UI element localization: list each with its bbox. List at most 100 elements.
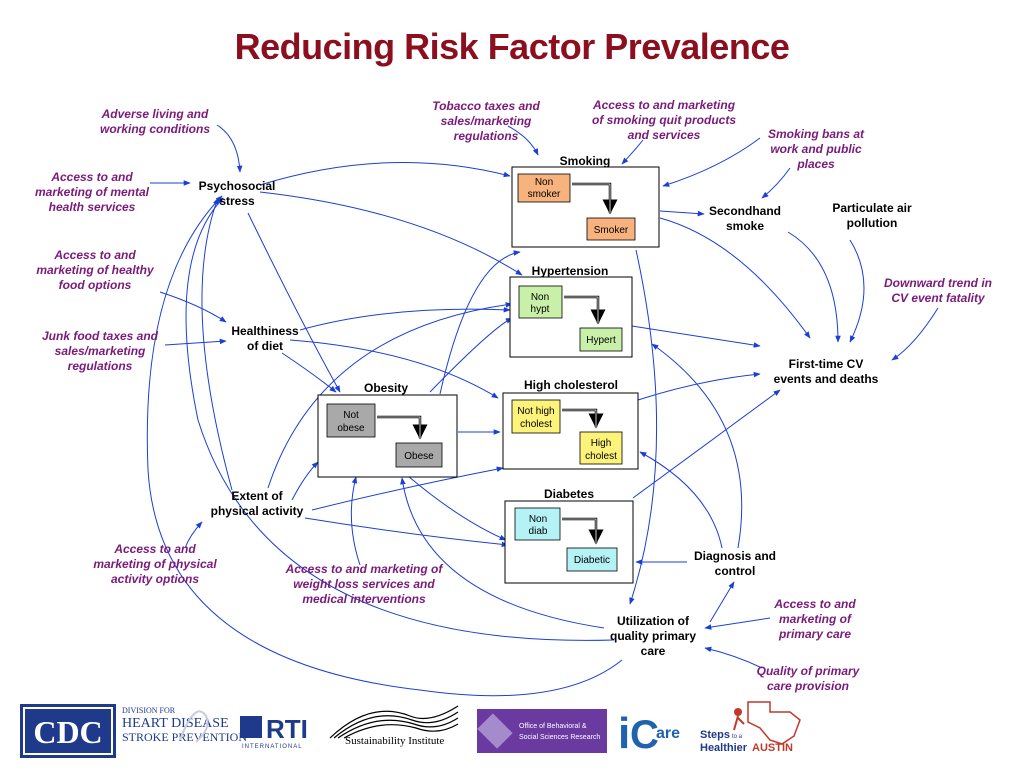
junk-food-label-3: regulations xyxy=(68,359,133,373)
physical-activity-label-3: activity options xyxy=(111,572,199,586)
svg-text:Healthier: Healthier xyxy=(700,742,748,754)
page-title: Reducing Risk Factor Prevalence xyxy=(234,26,790,67)
primary-care-label-2: quality primary xyxy=(610,629,696,643)
quit-products-label: Access to and marketing xyxy=(592,98,736,112)
non-smoker-label: Non xyxy=(535,177,553,188)
primary-care-quality-label-2: care provision xyxy=(767,679,849,693)
psychosocial-stress-label: Psychosocial xyxy=(199,179,276,193)
icare-logo: i C are xyxy=(618,709,680,758)
primary-care-label-3: care xyxy=(641,644,666,658)
primary-care-quality-label: Quality of primary xyxy=(757,664,861,678)
hypert-state xyxy=(579,327,623,352)
svg-text:Steps: Steps xyxy=(700,729,730,741)
secondhand-smoke-label-2: smoke xyxy=(726,219,764,233)
adverse-living-label: Adverse living and xyxy=(101,107,209,121)
cv-trend-label: Downward trend in xyxy=(884,276,992,290)
healthy-food-label-2: marketing of healthy xyxy=(36,263,155,277)
healthy-food-label: Access to and xyxy=(53,248,136,262)
svg-text:Office of Behavioral &: Office of Behavioral & xyxy=(519,723,587,730)
hypert-label: Hypert xyxy=(586,335,616,346)
obesity-box: Obesity Not obese Obese xyxy=(317,381,458,478)
non-hypt-label-2: hypt xyxy=(531,304,550,315)
non-hypt-state xyxy=(518,285,563,319)
tobacco-taxes-label: Tobacco taxes and xyxy=(432,99,540,113)
smoking-box: Smoking Non smoker Smoker xyxy=(511,154,660,248)
physical-activity-label-2: marketing of physical xyxy=(93,557,217,571)
mental-health-label: Access to and xyxy=(50,170,133,184)
svg-text:C: C xyxy=(630,713,659,757)
high-cholest-state xyxy=(579,431,623,465)
non-smoker-state xyxy=(517,173,571,203)
non-diab-label: Non xyxy=(529,514,547,525)
not-obese-label-2: obese xyxy=(337,423,365,434)
quit-products-label-2: of smoking quit products xyxy=(592,113,736,127)
svg-text:are: are xyxy=(656,725,680,742)
weight-loss-label-2: weight loss services and xyxy=(293,577,435,591)
tobacco-taxes-label-2: sales/marketing xyxy=(441,114,532,128)
cholesterol-box: High cholesterol Not high cholest High c… xyxy=(502,378,639,470)
high-cholest-label: High xyxy=(591,438,612,449)
steps-austin-logo: Steps to a Healthier AUSTIN xyxy=(700,701,801,754)
tobacco-taxes-label-3: regulations xyxy=(454,129,519,143)
diabetes-box: Diabetes Non diab Diabetic xyxy=(504,487,634,584)
not-obese-state xyxy=(326,403,376,438)
junk-food-label-2: sales/marketing xyxy=(55,344,146,358)
cholesterol-title: High cholesterol xyxy=(524,378,618,392)
svg-text:STROKE PREVENTION: STROKE PREVENTION xyxy=(122,730,247,744)
diet-label: Healthiness xyxy=(231,324,299,338)
diagnosis-label: Diagnosis and xyxy=(694,549,776,563)
sustainability-logo: Sustainability Institute xyxy=(329,705,459,747)
not-high-cholest-state xyxy=(511,399,561,434)
secondhand-smoke-label: Secondhand xyxy=(709,204,781,218)
non-hypt-label: Non xyxy=(531,292,549,303)
cv-trend-label-2: CV event fatality xyxy=(891,291,986,305)
cv-events-label-2: events and deaths xyxy=(774,372,879,386)
non-smoker-label-2: smoker xyxy=(528,189,561,200)
diet-label-2: of diet xyxy=(247,339,283,353)
rti-logo: RTI INTERNATIONAL xyxy=(240,714,308,750)
not-high-cholest-label-2: cholest xyxy=(520,419,552,430)
mental-health-label-3: health services xyxy=(49,200,136,214)
svg-text:Social Sciences Research: Social Sciences Research xyxy=(519,734,600,741)
healthy-food-label-3: food options xyxy=(59,278,132,292)
activity-label-2: physical activity xyxy=(211,504,304,518)
obesity-title: Obesity xyxy=(364,381,408,395)
diabetic-state xyxy=(566,547,618,572)
cv-events-label: First-time CV xyxy=(789,357,864,371)
svg-text:CDC: CDC xyxy=(33,714,102,750)
mental-health-label-2: marketing of mental xyxy=(35,185,150,199)
obssr-logo: Office of Behavioral & Social Sciences R… xyxy=(477,709,607,753)
svg-text:INTERNATIONAL: INTERNATIONAL xyxy=(242,744,303,750)
smoking-bans-label-2: work and public xyxy=(770,142,862,156)
weight-loss-label-3: medical interventions xyxy=(302,592,426,606)
junk-food-label: Junk food taxes and xyxy=(42,329,159,343)
svg-text:i: i xyxy=(618,709,630,758)
svg-text:HEART DISEASE: HEART DISEASE xyxy=(122,716,229,731)
diabetic-label: Diabetic xyxy=(574,555,610,566)
primary-care-access-label-2: marketing of xyxy=(779,612,852,626)
psychosocial-stress-label-2: stress xyxy=(219,194,255,208)
svg-text:Sustainability Institute: Sustainability Institute xyxy=(345,735,444,747)
primary-care-access-label: Access to and xyxy=(773,597,856,611)
smoking-title: Smoking xyxy=(560,154,611,168)
non-diab-state xyxy=(514,507,561,541)
svg-text:AUSTIN: AUSTIN xyxy=(752,742,793,754)
physical-activity-label: Access to and xyxy=(113,542,196,556)
diabetes-title: Diabetes xyxy=(544,487,594,501)
diagnosis-label-2: control xyxy=(715,564,756,578)
weight-loss-label: Access to and marketing of xyxy=(285,562,444,576)
activity-label: Extent of xyxy=(231,489,283,503)
heart-disease-logo: DIVISION FOR HEART DISEASE STROKE PREVEN… xyxy=(122,706,247,744)
smoking-bans-label-3: places xyxy=(796,157,835,171)
cdc-logo: CDC xyxy=(20,704,116,758)
high-cholest-label-2: cholest xyxy=(585,451,617,462)
not-high-cholest-label: Not high xyxy=(517,406,554,417)
primary-care-access-label-3: primary care xyxy=(778,627,851,641)
primary-care-label: Utilization of xyxy=(617,614,690,628)
not-obese-label: Not xyxy=(343,410,359,421)
adverse-living-label-2: working conditions xyxy=(100,122,210,136)
svg-text:DIVISION FOR: DIVISION FOR xyxy=(122,706,176,715)
particulate-label: Particulate air xyxy=(832,201,912,215)
smoker-label: Smoker xyxy=(594,225,629,236)
